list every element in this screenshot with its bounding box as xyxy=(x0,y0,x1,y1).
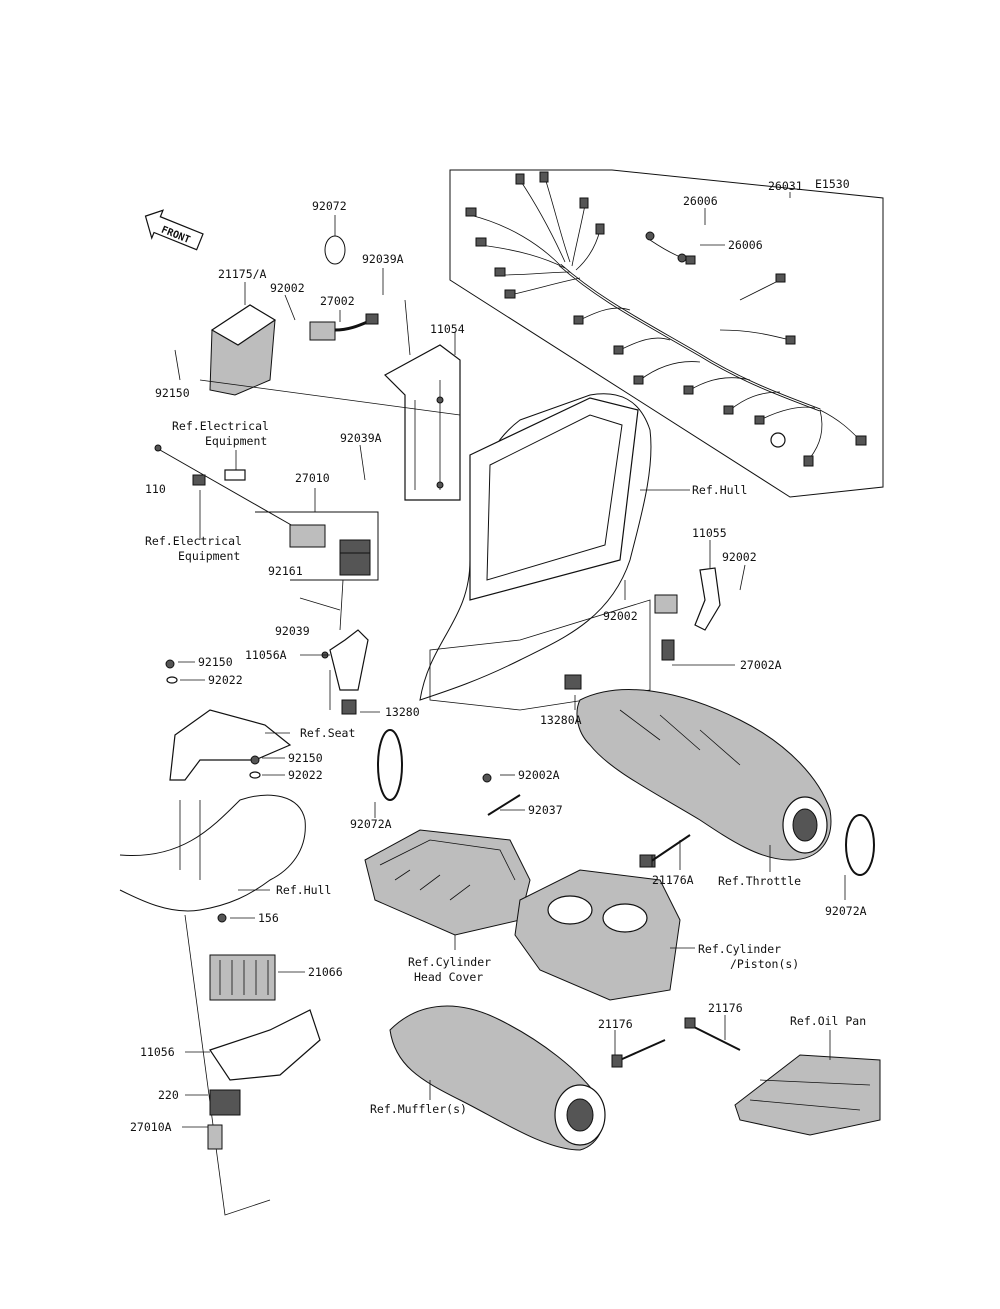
label-92037: 92037 xyxy=(528,803,563,817)
throttle-body-shape xyxy=(564,674,832,861)
label-11056: 11056 xyxy=(140,1045,175,1059)
label-21176-b: 21176 xyxy=(708,1001,743,1015)
label-ref-cylinder-piston-b: /Piston(s) xyxy=(730,957,799,971)
clamp-92072a-left xyxy=(377,729,403,801)
oil-pan-shape xyxy=(734,1054,881,1136)
muffler-shape xyxy=(389,1005,606,1151)
label-92072a-right: 92072A xyxy=(825,904,867,918)
regulator-box-27010 xyxy=(255,511,379,581)
connector-26006-a xyxy=(645,231,655,241)
label-13280a: 13280A xyxy=(540,713,582,727)
clamp-92072a-right xyxy=(845,814,875,876)
label-92150-c: 92150 xyxy=(288,751,323,765)
label-ref-electrical-1b: Equipment xyxy=(205,434,267,448)
hull-panel-shape xyxy=(419,393,652,711)
label-ref-cylinder-head: Ref.Cylinder xyxy=(408,955,491,969)
label-92022-b: 92022 xyxy=(208,673,243,687)
label-11055: 11055 xyxy=(692,526,727,540)
part-13280a xyxy=(564,674,582,690)
bracket-11056a xyxy=(321,629,369,715)
label-21176-a: 21176 xyxy=(598,1017,633,1031)
label-ref-cylinder-head-b: Head Cover xyxy=(414,970,483,984)
label-ref-muffler: Ref.Muffler(s) xyxy=(370,1102,467,1116)
part-13280 xyxy=(341,699,357,715)
cylinder-block-shape xyxy=(514,854,681,1001)
label-27002a: 27002A xyxy=(740,658,782,672)
label-92039a-mid: 92039A xyxy=(340,431,382,445)
label-92002-l: 92002 xyxy=(603,609,638,623)
cylinder-head-cover-shape xyxy=(364,773,531,936)
wiring-harness-group xyxy=(449,169,884,498)
label-21176a: 21176A xyxy=(652,873,694,887)
label-92072: 92072 xyxy=(312,199,347,213)
label-27002: 27002 xyxy=(320,294,355,308)
label-21066: 21066 xyxy=(308,965,343,979)
label-ref-throttle: Ref.Throttle xyxy=(718,874,801,888)
label-92039a-top: 92039A xyxy=(362,252,404,266)
label-26006-b: 26006 xyxy=(728,238,763,252)
label-11054: 11054 xyxy=(430,322,465,336)
part-labels: 92072 21175/A 92002 27002 92039A 11054 9… xyxy=(130,177,867,1134)
label-156: 156 xyxy=(258,911,279,925)
label-92161: 92161 xyxy=(268,564,303,578)
label-92002-top: 92002 xyxy=(270,281,305,295)
part-92161 xyxy=(339,552,371,576)
bracket-11055 xyxy=(654,567,721,661)
leader-lines xyxy=(174,192,846,1128)
seat-bracket xyxy=(165,659,292,781)
label-92039: 92039 xyxy=(275,624,310,638)
label-27010: 27010 xyxy=(295,471,330,485)
bracket-11054 xyxy=(384,344,461,501)
part-27010a xyxy=(209,1089,241,1116)
label-92150-top: 92150 xyxy=(155,386,190,400)
label-ref-oil-pan: Ref.Oil Pan xyxy=(790,1014,866,1028)
relay-27002 xyxy=(309,313,379,341)
label-220: 220 xyxy=(158,1088,179,1102)
label-ref-electrical-2b: Equipment xyxy=(178,549,240,563)
bracket-11056 xyxy=(207,1009,321,1150)
label-26031: 26031 xyxy=(768,179,803,193)
front-arrow-icon: FRONT xyxy=(144,209,204,251)
label-ref-electrical-1: Ref.Electrical xyxy=(172,419,269,433)
label-92002-r: 92002 xyxy=(722,550,757,564)
clamp-92072 xyxy=(324,235,346,265)
label-11056a: 11056A xyxy=(245,648,287,662)
connector-26006-b xyxy=(677,253,687,263)
label-110: 110 xyxy=(145,482,166,496)
ecu-21175a xyxy=(209,304,277,396)
sensor-21176-b xyxy=(684,1017,741,1051)
label-92072a-left: 92072A xyxy=(350,817,392,831)
label-27010a: 27010A xyxy=(130,1120,172,1134)
label-diagram-code: E1530 xyxy=(815,177,850,191)
label-ref-seat: Ref.Seat xyxy=(300,726,355,740)
label-26006-a: 26006 xyxy=(683,194,718,208)
label-ref-electrical-2: Ref.Electrical xyxy=(145,534,242,548)
label-21175a: 21175/A xyxy=(218,267,267,281)
label-92022-c: 92022 xyxy=(288,768,323,782)
sensor-21176a xyxy=(639,834,691,868)
label-92150-b: 92150 xyxy=(198,655,233,669)
sensor-21176-a xyxy=(611,1039,666,1068)
label-ref-cylinder-piston: Ref.Cylinder xyxy=(698,942,781,956)
label-ref-hull-left: Ref.Hull xyxy=(276,883,331,897)
hull-left-shape xyxy=(119,794,306,1216)
label-13280: 13280 xyxy=(385,705,420,719)
label-92002a: 92002A xyxy=(518,768,560,782)
wire-110 xyxy=(154,444,301,531)
label-ref-hull-right: Ref.Hull xyxy=(692,483,747,497)
regulator-21066 xyxy=(209,913,276,1001)
